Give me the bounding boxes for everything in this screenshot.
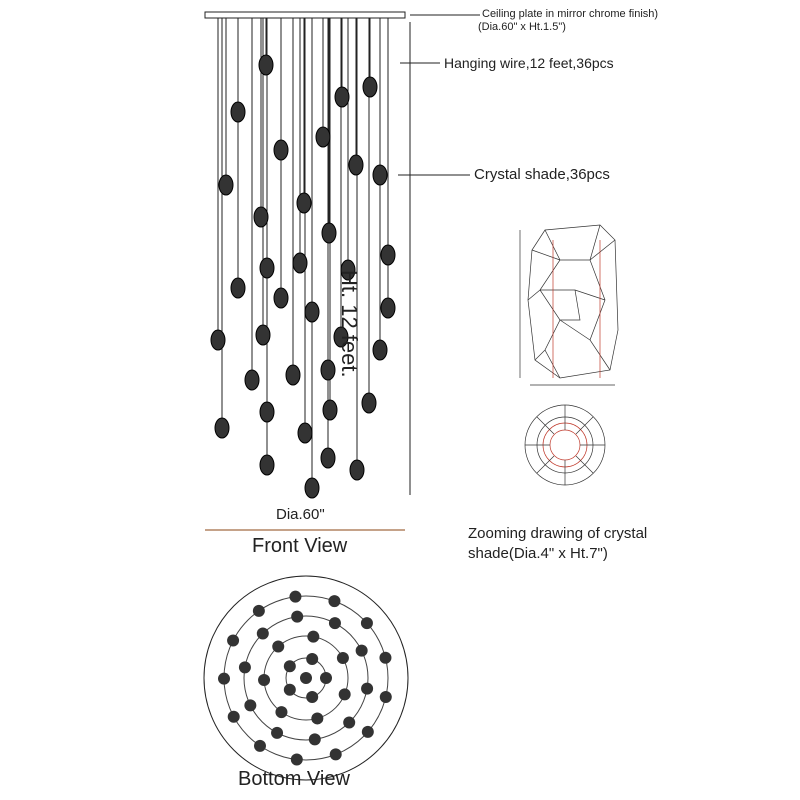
crystal-dot	[320, 672, 332, 684]
crystal-shade	[322, 399, 338, 421]
crystal-shade	[296, 192, 312, 214]
crystal-shade	[348, 154, 364, 176]
ceiling-plate	[204, 11, 406, 19]
crystal-dot	[244, 699, 257, 712]
crystal-dot	[258, 674, 271, 687]
crystal-dot	[289, 590, 302, 603]
crystal-dot	[306, 652, 319, 665]
bottom-view	[203, 575, 409, 781]
crystal-dot	[379, 690, 392, 703]
front-view-label: Front View	[252, 535, 348, 557]
crystal-shade	[273, 139, 289, 161]
crystal-shade	[218, 174, 234, 196]
crystal-dot	[306, 691, 319, 704]
crystal-shade	[230, 277, 246, 299]
height-label: Ht. 12 feet.	[337, 270, 362, 378]
crystal-shade	[259, 401, 275, 423]
crystal-shade	[334, 86, 350, 108]
crystal-dot	[338, 688, 351, 701]
crystal-dot	[227, 710, 240, 723]
crystal-dot	[361, 682, 374, 695]
crystal-shade-label: Crystal shade,36pcs	[474, 166, 610, 183]
crystal-dot	[300, 672, 312, 684]
crystal-dot	[283, 683, 296, 696]
crystal-dot	[307, 630, 320, 643]
diameter-label: Dia.60"	[276, 506, 325, 523]
crystal-shade	[304, 477, 320, 499]
crystal-shade	[380, 297, 396, 319]
crystal-dot	[328, 595, 341, 608]
crystal-shade	[259, 454, 275, 476]
crystal-shade	[321, 222, 337, 244]
crystal-shade	[259, 257, 275, 279]
crystal-dot	[360, 617, 373, 630]
crystal-shade	[244, 369, 260, 391]
crystal-dot	[238, 661, 251, 674]
crystal-dot	[275, 706, 288, 719]
crystal-dot	[379, 651, 392, 664]
crystal-shade	[210, 329, 226, 351]
crystal-dot	[361, 725, 374, 738]
crystal-shade	[340, 259, 356, 281]
crystal-zoom-drawing	[519, 224, 619, 486]
crystal-shade	[253, 206, 269, 228]
crystal-shade	[320, 447, 336, 469]
crystal-dot	[329, 748, 342, 761]
crystal-dot	[218, 672, 231, 685]
hanging-wire-label: Hanging wire,12 feet,36pcs	[444, 55, 614, 71]
crystal-dot	[311, 712, 324, 725]
crystal-shade	[214, 417, 230, 439]
crystal-dot	[271, 726, 284, 739]
crystal-dot	[355, 644, 368, 657]
crystal-shade	[361, 392, 377, 414]
crystal-shade	[297, 422, 313, 444]
crystal-shade	[258, 54, 274, 76]
crystal-dot	[343, 716, 356, 729]
crystal-dot	[272, 640, 285, 653]
crystal-shade	[333, 326, 349, 348]
crystal-shade	[349, 459, 365, 481]
crystal-dot	[328, 617, 341, 630]
ceiling-plate-dims-label: (Dia.60" x Ht.1.5")	[478, 21, 566, 33]
crystal-shade	[273, 287, 289, 309]
crystal-dot	[283, 660, 296, 673]
zoom-caption-line2: shade(Dia.4" x Ht.7")	[468, 545, 608, 562]
zoom-caption-line1: Zooming drawing of crystal	[468, 525, 648, 542]
crystal-dot	[336, 651, 349, 664]
crystal-shade	[315, 126, 331, 148]
bottom-view-label: Bottom View	[238, 768, 350, 790]
crystal-shade	[362, 76, 378, 98]
crystal-shade	[255, 324, 271, 346]
crystal-shades	[210, 54, 396, 499]
hanging-wires	[217, 18, 389, 480]
bottom-plate-outline	[203, 575, 409, 781]
crystal-dot	[308, 733, 321, 746]
crystal-shade	[285, 364, 301, 386]
crystal-shade	[304, 301, 320, 323]
crystal-shade	[372, 164, 388, 186]
crystal-shade	[380, 244, 396, 266]
crystal-dot	[291, 610, 304, 623]
bottom-ring	[243, 615, 369, 741]
crystal-dot	[252, 604, 265, 617]
crystal-shade	[230, 101, 246, 123]
crystal-shade	[320, 359, 336, 381]
crystal-shade	[372, 339, 388, 361]
crystal-shade	[292, 252, 308, 274]
crystal-dot	[256, 627, 269, 640]
crystal-dot	[290, 753, 303, 766]
ceiling-plate-label: Ceiling plate in mirror chrome finish)	[482, 8, 659, 20]
crystal-dot	[253, 739, 266, 752]
crystal-dot	[227, 634, 240, 647]
